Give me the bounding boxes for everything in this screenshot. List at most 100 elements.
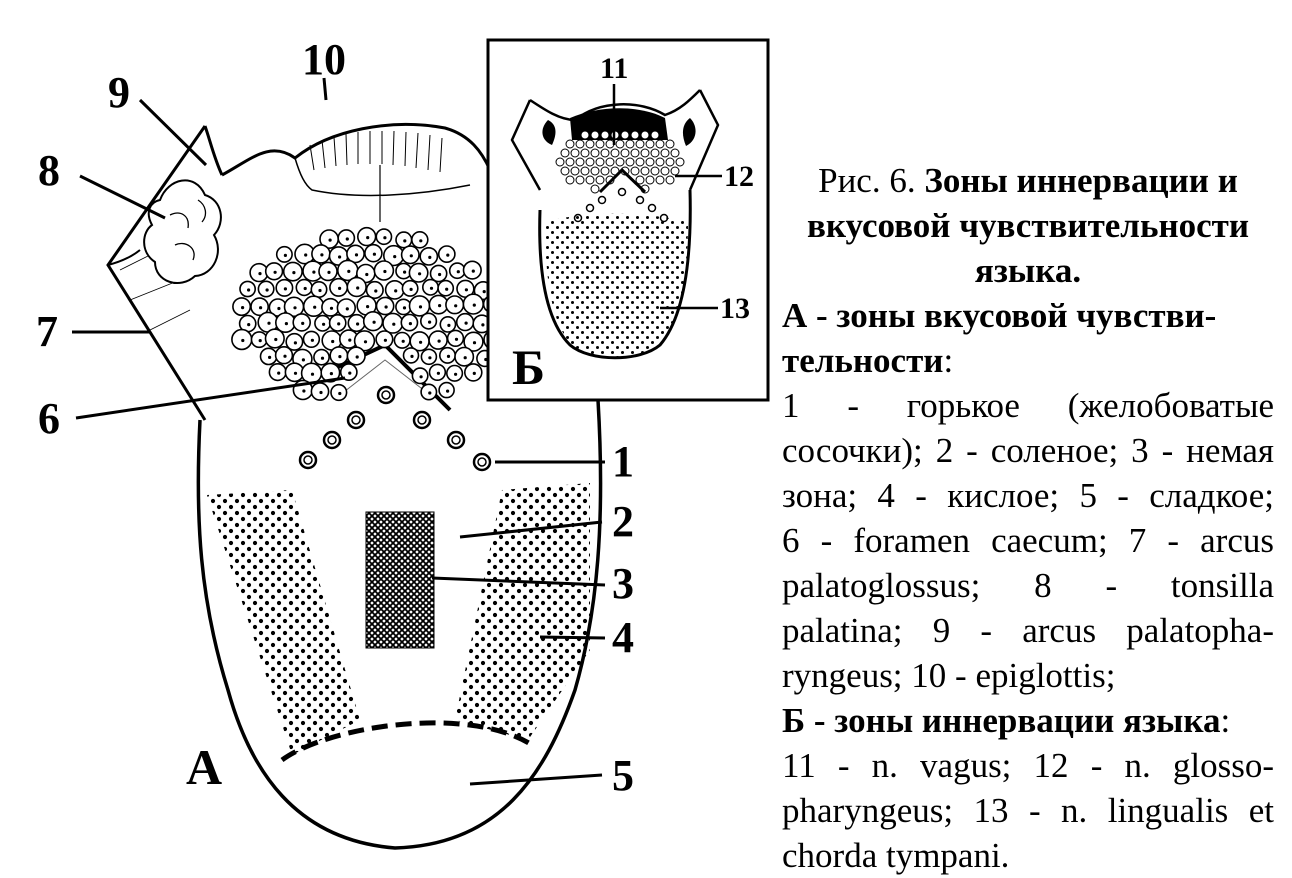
papilla-center <box>301 321 305 325</box>
section-b-line-2: pharyngeus; 13 - n. lingualis et <box>782 791 1274 830</box>
label-10: 10 <box>302 35 346 84</box>
papilla-center <box>320 253 324 257</box>
inset-follicle <box>670 148 680 158</box>
papilla-center <box>409 287 413 291</box>
papilla-center <box>408 322 412 326</box>
inset-follicle <box>600 166 610 176</box>
label-12: 12 <box>724 160 754 193</box>
label-7: 7 <box>36 307 58 356</box>
papilla-center <box>337 322 341 326</box>
papilla-center <box>293 341 297 345</box>
tonsilla-palatina <box>143 179 222 285</box>
papilla-center <box>258 339 262 343</box>
vallate-papilla-inner <box>303 455 313 465</box>
papilla-center <box>322 322 326 326</box>
label-11: 11 <box>600 52 628 85</box>
inset-vallate-papilla <box>617 187 627 197</box>
inset-follicle <box>640 130 650 140</box>
papilla-center <box>312 270 316 274</box>
papilla-center <box>403 239 407 243</box>
papilla-center <box>372 252 376 256</box>
papilla-center <box>268 355 272 359</box>
papilla-center <box>310 338 314 342</box>
inset-follicle <box>625 139 635 149</box>
inset-vallate-papilla <box>635 195 645 205</box>
vallate-papilla-inner <box>451 435 461 445</box>
papilla-center <box>347 269 351 273</box>
papilla-center <box>355 355 359 359</box>
inset-follicle <box>590 148 600 158</box>
inset-follicle <box>635 175 645 185</box>
papilla-center <box>301 358 305 362</box>
inset-follicle <box>630 166 640 176</box>
salty-zone-right <box>455 483 590 740</box>
inset-follicle <box>645 139 655 149</box>
papilla-center <box>428 356 432 360</box>
papilla-center <box>310 372 315 376</box>
papilla-center <box>372 320 376 324</box>
papilla-center <box>319 390 323 395</box>
inset-drawing-b: 11 12 13 Б <box>486 38 770 402</box>
inset-follicle <box>655 157 665 167</box>
papilla-center <box>418 272 422 276</box>
papilla-center <box>241 306 245 310</box>
vallate-papilla-inner <box>351 415 361 425</box>
papilla-center <box>447 323 451 327</box>
inset-follicle <box>645 175 655 185</box>
inset-follicle <box>630 130 640 140</box>
inset-follicle <box>575 157 585 167</box>
inset-follicle <box>655 175 665 185</box>
section-a-line-6: palatina; 9 - arcus palatopha- <box>782 611 1274 650</box>
inset-follicle <box>650 148 660 158</box>
papilla-center <box>481 323 485 327</box>
inset-follicle <box>635 157 645 167</box>
papilla-center <box>284 322 288 326</box>
label-6: 6 <box>38 394 60 443</box>
inset-follicle <box>645 157 655 167</box>
inset-follicle <box>555 157 565 167</box>
inset-follicle <box>615 157 625 167</box>
inset-follicle <box>665 157 675 167</box>
label-letter-a: А <box>186 739 222 795</box>
vallate-papilla-inner <box>327 435 337 445</box>
papilla-center <box>259 306 263 310</box>
inset-vallate-papilla <box>585 203 595 213</box>
lingual-nerve-zone <box>545 213 688 359</box>
papilla-center <box>258 272 262 276</box>
tongue-outline <box>196 399 603 850</box>
section-b-line-1: 11 - n. vagus; 12 - n. glosso- <box>782 746 1274 785</box>
papilla-center <box>472 371 476 375</box>
inset-follicle <box>590 130 600 140</box>
papilla-center <box>383 338 387 342</box>
papilla-center <box>409 254 413 258</box>
papilla-center <box>418 305 423 309</box>
papilla-center <box>318 288 322 293</box>
papilla-center <box>482 290 486 294</box>
caption-title-part-1: Зоны иннервации и <box>924 161 1238 200</box>
papilla-center <box>293 306 297 310</box>
papilla-center <box>277 306 281 311</box>
inset-follicle <box>635 139 645 149</box>
vallate-papilla-inner <box>477 457 487 467</box>
label-1: 1 <box>612 437 634 486</box>
inset-follicle <box>605 157 615 167</box>
inset-follicle <box>600 148 610 158</box>
caption-title-line-2: вкусовой чувствительности <box>806 206 1250 245</box>
papilla-center <box>437 339 441 343</box>
section-b-title-line: Б - зоны иннервации языка: <box>782 698 1274 743</box>
inset-vallate-papilla <box>597 195 607 205</box>
papilla-center <box>329 306 334 310</box>
papilla-center <box>274 337 278 342</box>
papilla-center <box>446 354 451 358</box>
epiglottis <box>221 123 492 177</box>
papilla-center <box>392 322 396 326</box>
papilla-center <box>428 255 432 259</box>
papilla-center <box>456 270 460 274</box>
label-9: 9 <box>108 68 130 117</box>
papilla-center <box>438 304 442 308</box>
inset-follicle <box>570 166 580 176</box>
papilla-center <box>283 253 287 257</box>
papilla-center <box>293 371 298 375</box>
inset-follicle <box>615 139 625 149</box>
